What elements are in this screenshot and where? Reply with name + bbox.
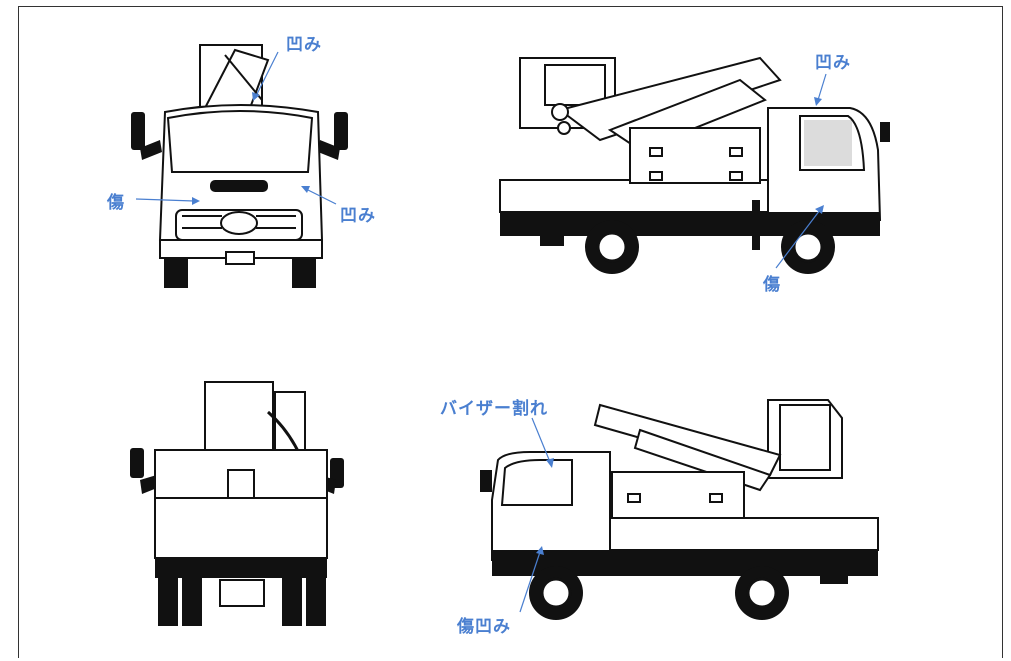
frame-border <box>18 6 1003 658</box>
label-front-top-dent: 凹み <box>286 35 322 55</box>
truck-side-view-right <box>499 56 890 274</box>
truck-front-view <box>131 44 348 288</box>
label-front-right-dent: 凹み <box>340 206 376 226</box>
damage-arrows <box>135 51 827 613</box>
label-side2-scratch-dent: 傷凹み <box>457 617 511 637</box>
truck-side-view-left <box>480 399 879 620</box>
label-side1-scratch: 傷 <box>763 275 781 295</box>
label-side1-dent: 凹み <box>815 53 851 73</box>
truck-rear-view <box>130 381 344 626</box>
label-front-scratch: 傷 <box>107 193 125 213</box>
label-side2-visor-broken: バイザー割れ <box>440 399 548 419</box>
